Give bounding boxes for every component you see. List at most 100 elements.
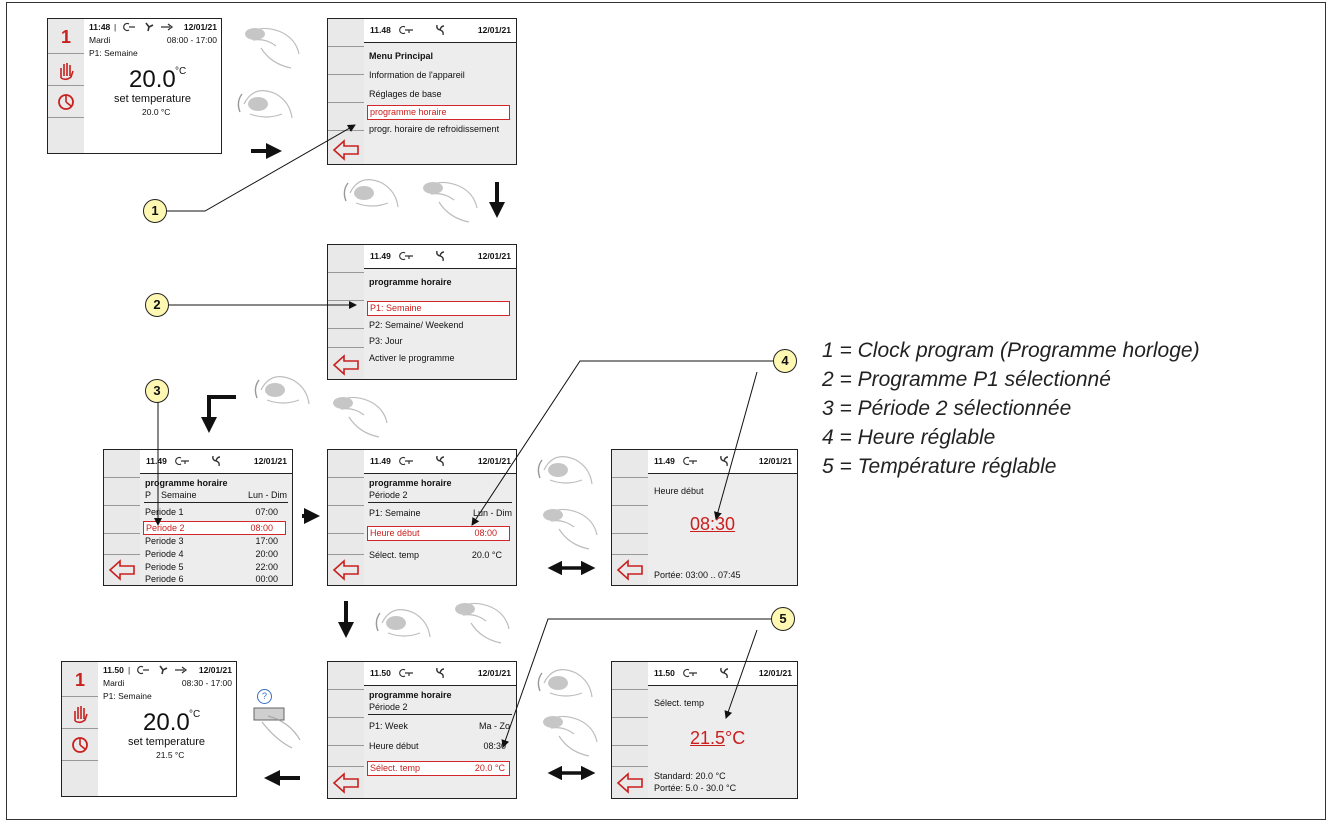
hand-turn-icon xyxy=(375,609,431,638)
clock-icon[interactable] xyxy=(66,734,94,756)
connection-icon xyxy=(683,668,697,678)
period-subtitle-program: Semaine xyxy=(161,490,197,500)
activate-program[interactable]: Activer le programme xyxy=(369,353,455,363)
button-hint-icon: ? xyxy=(257,689,272,704)
detail2-title: programme horaire xyxy=(369,690,452,700)
fan-icon xyxy=(436,24,445,36)
leader-5b xyxy=(724,629,758,719)
hand-icon[interactable] xyxy=(52,59,80,81)
header-date: 12/01/21 xyxy=(758,668,792,678)
hand-press-icon xyxy=(245,27,300,69)
detail-range: Lun - Dim xyxy=(472,508,512,518)
header-date: 12/01/21 xyxy=(477,668,511,678)
legend-item-2: 2 = Programme P1 sélectionné xyxy=(822,368,1111,391)
hand-turn-icon xyxy=(537,456,593,485)
header-time: 11.49 xyxy=(370,251,391,261)
back-arrow-icon[interactable] xyxy=(615,558,645,582)
detail2-period: Période 2 xyxy=(369,702,408,712)
set-temperature-label: set temperature xyxy=(114,93,192,105)
start-time-label[interactable]: Heure début xyxy=(369,741,419,751)
status-separator: | xyxy=(114,22,117,32)
header-date: 12/01/21 xyxy=(758,456,792,466)
callout-3: 3 xyxy=(145,379,169,403)
header-time: 11.48 xyxy=(370,25,391,35)
period-row-3[interactable]: Periode 3 xyxy=(145,536,184,546)
menu-item-clock-program-selected[interactable]: programme horaire xyxy=(367,105,510,120)
clock-icon[interactable] xyxy=(52,91,80,113)
period-list-screen: 11.49 12/01/21 programme horaire P Semai… xyxy=(103,449,293,586)
flow-arrow-corner xyxy=(201,395,236,433)
detail-period: Période 2 xyxy=(369,490,408,500)
standard-label: Standard: 20.0 °C xyxy=(654,771,726,781)
period-row-5[interactable]: Periode 5 xyxy=(145,562,184,572)
back-arrow-icon[interactable] xyxy=(615,771,645,795)
temperature-value: 20.0 xyxy=(143,709,190,736)
start-time-value[interactable]: 08:30 xyxy=(690,514,736,534)
period-row-4[interactable]: Periode 4 xyxy=(145,549,184,559)
hand-press-icon xyxy=(423,181,478,223)
detail-program: P1: Semaine xyxy=(369,508,421,518)
program-p2[interactable]: P2: Semaine/ Weekend xyxy=(369,320,464,330)
day-label: Mardi xyxy=(89,35,111,45)
detail-divider xyxy=(368,502,512,503)
fan-icon xyxy=(720,667,729,679)
header-date: 12/01/21 xyxy=(253,456,287,466)
temp-value-row[interactable]: 21.5°C xyxy=(690,728,745,749)
day-label: Mardi xyxy=(103,678,125,688)
program-label: P1: Semaine xyxy=(103,691,152,701)
detail2-sidebar xyxy=(328,662,365,798)
fan-icon xyxy=(720,455,729,467)
setpoint-value: 21.5 °C xyxy=(156,750,185,760)
connection-icon xyxy=(399,251,413,261)
legend-item-5: 5 = Température réglable xyxy=(822,455,1057,478)
period-row-6[interactable]: Periode 6 xyxy=(145,574,184,584)
hand-icon[interactable] xyxy=(66,702,94,724)
program-p3[interactable]: P3: Jour xyxy=(369,336,403,346)
detail-title: programme horaire xyxy=(369,478,452,488)
header-date: 12/01/21 xyxy=(477,25,511,35)
temperature-value: 20.0 xyxy=(129,66,176,93)
menu-item-basic-settings[interactable]: Réglages de base xyxy=(369,89,442,99)
menu-item-device-info[interactable]: Information de l'appareil xyxy=(369,70,465,80)
fan-icon xyxy=(436,250,445,262)
program-label: P1: Semaine xyxy=(89,48,138,58)
program-p1-selected[interactable]: P1: Semaine xyxy=(367,301,510,316)
period-row-1[interactable]: Periode 1 xyxy=(145,507,184,517)
period-subtitle-prefix: P xyxy=(145,490,152,500)
set-temperature-label: set temperature xyxy=(128,736,206,748)
legend-item-3: 3 = Période 2 sélectionnée xyxy=(822,397,1072,420)
back-arrow-icon[interactable] xyxy=(331,353,361,377)
edit-sidebar xyxy=(612,450,649,585)
period-row-2-selected[interactable]: Periode 2 08:00 xyxy=(143,521,286,535)
mode-number[interactable]: 1 xyxy=(60,27,71,47)
detail2-program: P1: Week xyxy=(369,721,408,731)
callout-5: 5 xyxy=(771,607,795,631)
menu-item-cooling-program[interactable]: progr. horaire de refroidissement xyxy=(369,124,500,134)
header-time: 11.50 xyxy=(370,668,391,678)
leader-1 xyxy=(167,124,356,212)
detail-sidebar xyxy=(328,450,365,585)
mode-number[interactable]: 1 xyxy=(74,670,85,690)
header-time: 11.49 xyxy=(370,456,391,466)
menu-sidebar xyxy=(328,19,365,164)
temp-select-row-selected[interactable]: Sélect. temp 20.0 °C xyxy=(367,761,510,776)
header-time: 11.50 xyxy=(654,668,675,678)
legend-item-4: 4 = Heure réglable xyxy=(822,426,996,449)
status-date: 12/01/21 xyxy=(183,22,217,32)
temp-unit: °C xyxy=(725,728,746,748)
back-arrow-icon[interactable] xyxy=(331,138,361,162)
tempedit-sidebar xyxy=(612,662,649,798)
temp-select-label[interactable]: Sélect. temp xyxy=(369,550,420,560)
period-detail-screen-2: 11.50 12/01/21 programme horaire Période… xyxy=(327,661,517,799)
home-sidebar: 1 xyxy=(48,19,85,153)
back-arrow-icon[interactable] xyxy=(107,558,137,582)
hand-press-icon xyxy=(543,508,598,550)
detail-header: 11.49 12/01/21 xyxy=(364,450,516,474)
period-row-5-time: 22:00 xyxy=(255,562,278,572)
period-detail-screen: 11.49 12/01/21 programme horaire Période… xyxy=(327,449,517,586)
back-arrow-icon[interactable] xyxy=(331,558,361,582)
start-time-row-selected[interactable]: Heure début 08:00 xyxy=(367,526,510,541)
back-arrow-icon[interactable] xyxy=(331,771,361,795)
program-header: 11.49 12/01/21 xyxy=(364,245,516,269)
